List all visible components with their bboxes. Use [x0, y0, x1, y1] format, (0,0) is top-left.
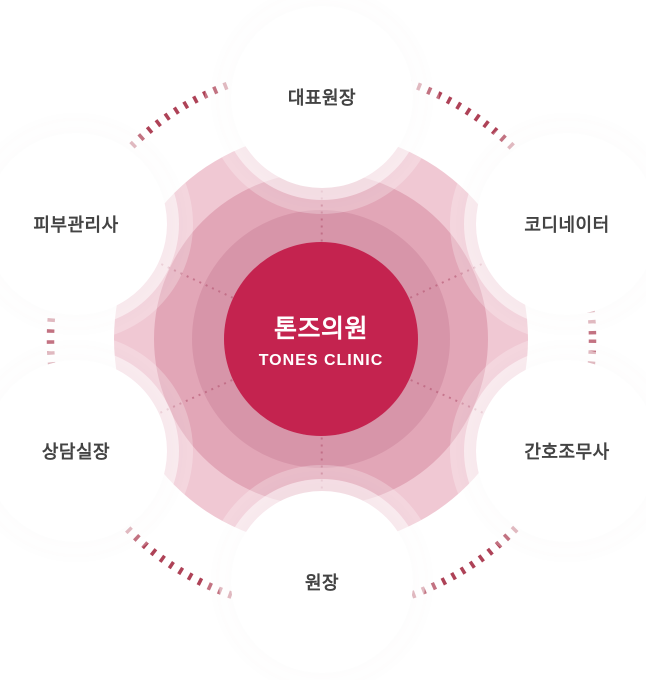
clinic-name-english: TONES CLINIC [258, 351, 384, 369]
org-node-chief-director: 대표원장 [231, 6, 413, 188]
org-node-consultation-manager: 상담실장 [0, 360, 167, 542]
node-label-skin-care-specialist: 피부관리사 [33, 215, 119, 235]
node-label-director: 원장 [304, 573, 340, 593]
node-label-nurse-assistant: 간호조무사 [524, 442, 610, 462]
node-label-consultation-manager: 상담실장 [41, 442, 111, 462]
node-label-coordinator: 코디네이터 [524, 215, 610, 235]
clinic-name-korean: 톤즈의원 [273, 314, 368, 343]
node-label-chief-director: 대표원장 [287, 88, 357, 108]
org-node-director: 원장 [231, 491, 413, 673]
org-node-coordinator: 코디네이터 [476, 133, 646, 315]
org-node-skin-care-specialist: 피부관리사 [0, 133, 167, 315]
org-node-nurse-assistant: 간호조무사 [476, 360, 646, 542]
center-node: 톤즈의원 TONES CLINIC [224, 242, 418, 436]
